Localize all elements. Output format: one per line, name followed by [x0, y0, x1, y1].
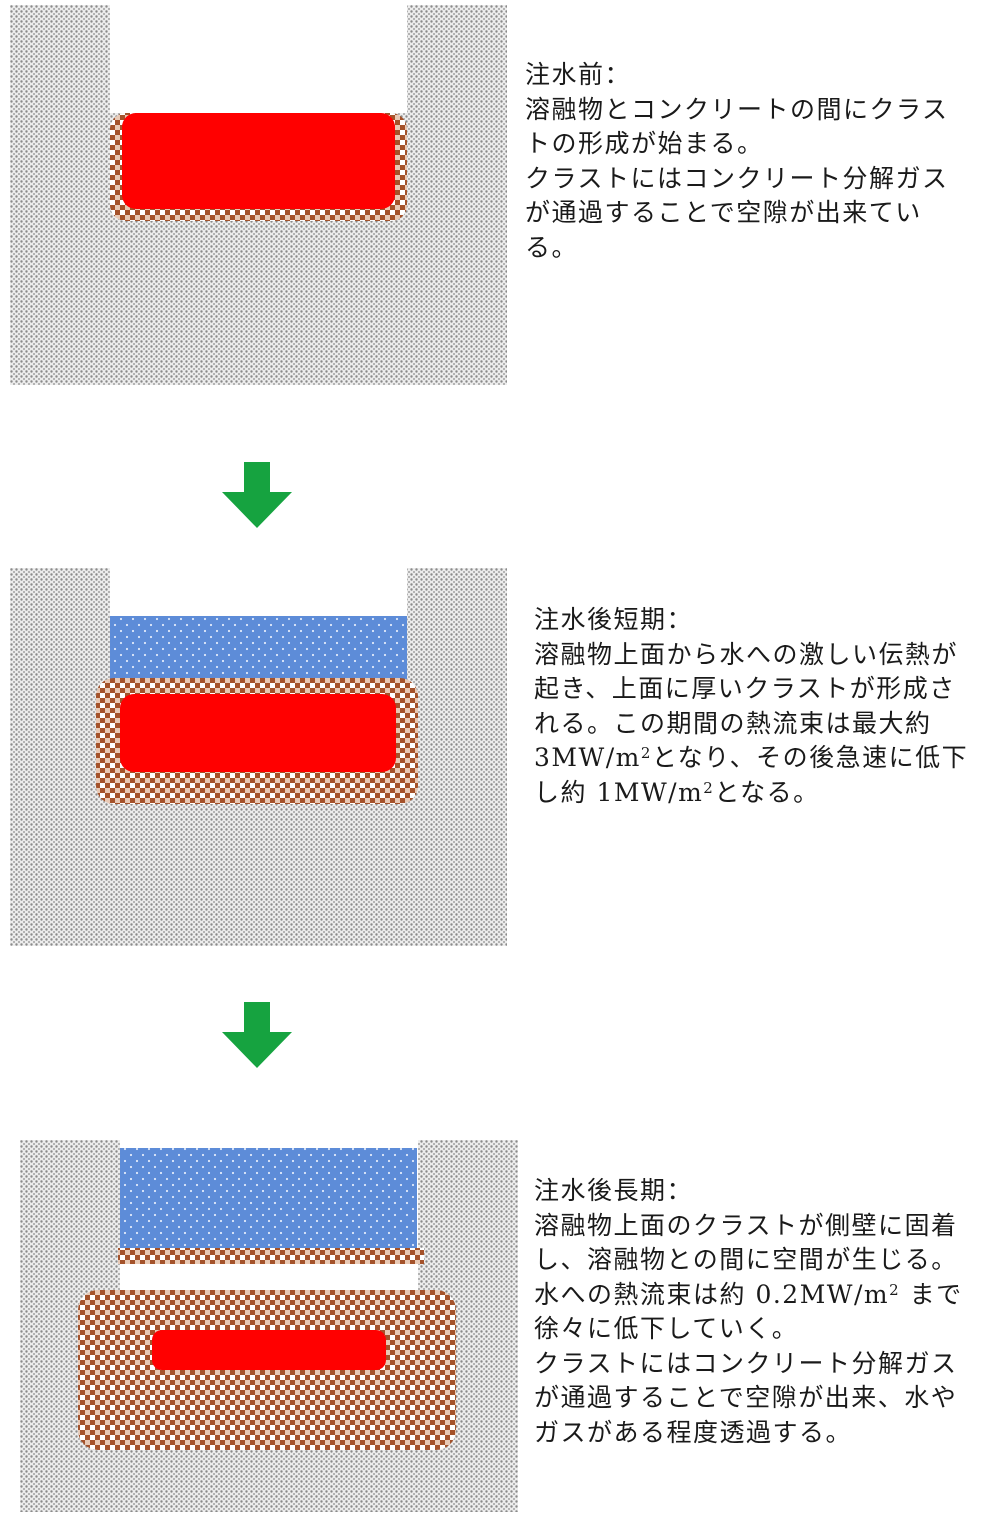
caption-short-term: 注水後短期： 溶融物上面から水への激しい伝熱が 起き、上面に厚いクラストが形成さ… [534, 603, 968, 810]
caption-line: し、溶融物との間に空間が生じる。 [534, 1245, 958, 1274]
caption-line: クラストにはコンクリート分解ガス [534, 1348, 958, 1378]
upper-crust-layer [118, 1248, 424, 1264]
water-layer [120, 1148, 417, 1250]
diagram-long-term [20, 1140, 518, 1512]
caption-title: 注水後短期： [534, 605, 694, 634]
diagram-short-term [10, 568, 507, 946]
caption-line: 水への熱流束は約 0.2MW/m2 まで [534, 1279, 963, 1309]
caption-line: れる。この期間の熱流束は最大約 [534, 708, 932, 738]
caption-line: 3MW/m2となり、その後急速に低下 [534, 743, 969, 772]
caption-line: が通過することで空隙が出来てい [525, 198, 922, 227]
caption-line: クラストにはコンクリート分解ガス [525, 163, 949, 193]
diagram-before-injection [10, 5, 507, 385]
void-gap [120, 1264, 417, 1288]
stage-short-term-after-injection: 注水後短期： 溶融物上面から水への激しい伝熱が 起き、上面に厚いクラストが形成さ… [0, 565, 999, 950]
caption-line: が通過することで空隙が出来、水や [534, 1383, 958, 1412]
caption-line: 起き、上面に厚いクラストが形成さ [534, 674, 956, 703]
stage-before-injection: 注水前： 溶融物とコンクリートの間にクラス トの形成が始まる。 クラストにはコン… [0, 0, 999, 390]
stage-long-term-after-injection: 注水後長期： 溶融物上面のクラストが側壁に固着 し、溶融物との間に空間が生じる。… [0, 1138, 999, 1515]
caption-before-injection: 注水前： 溶融物とコンクリートの間にクラス トの形成が始まる。 クラストにはコン… [525, 58, 949, 265]
down-arrow-icon [222, 462, 292, 528]
caption-line: トの形成が始まる。 [525, 129, 764, 158]
caption-long-term: 注水後長期： 溶融物上面のクラストが側壁に固着 し、溶融物との間に空間が生じる。… [534, 1174, 963, 1450]
caption-line: 溶融物上面から水への激しい伝熱が [534, 639, 959, 669]
molten-core [122, 113, 395, 209]
caption-line: 徐々に低下していく。 [534, 1314, 799, 1343]
molten-core [152, 1330, 386, 1370]
caption-title: 注水前： [525, 60, 632, 89]
caption-line: る。 [525, 232, 579, 262]
caption-title: 注水後長期： [534, 1176, 694, 1205]
caption-line: 溶融物上面のクラストが側壁に固着 [534, 1210, 958, 1240]
caption-line: 溶融物とコンクリートの間にクラス [525, 94, 949, 124]
down-arrow-icon [222, 1002, 292, 1068]
molten-core [120, 694, 396, 772]
water-layer [110, 616, 407, 680]
caption-line: し約 1MW/m2となる。 [534, 777, 820, 807]
caption-line: ガスがある程度透過する。 [534, 1417, 853, 1447]
